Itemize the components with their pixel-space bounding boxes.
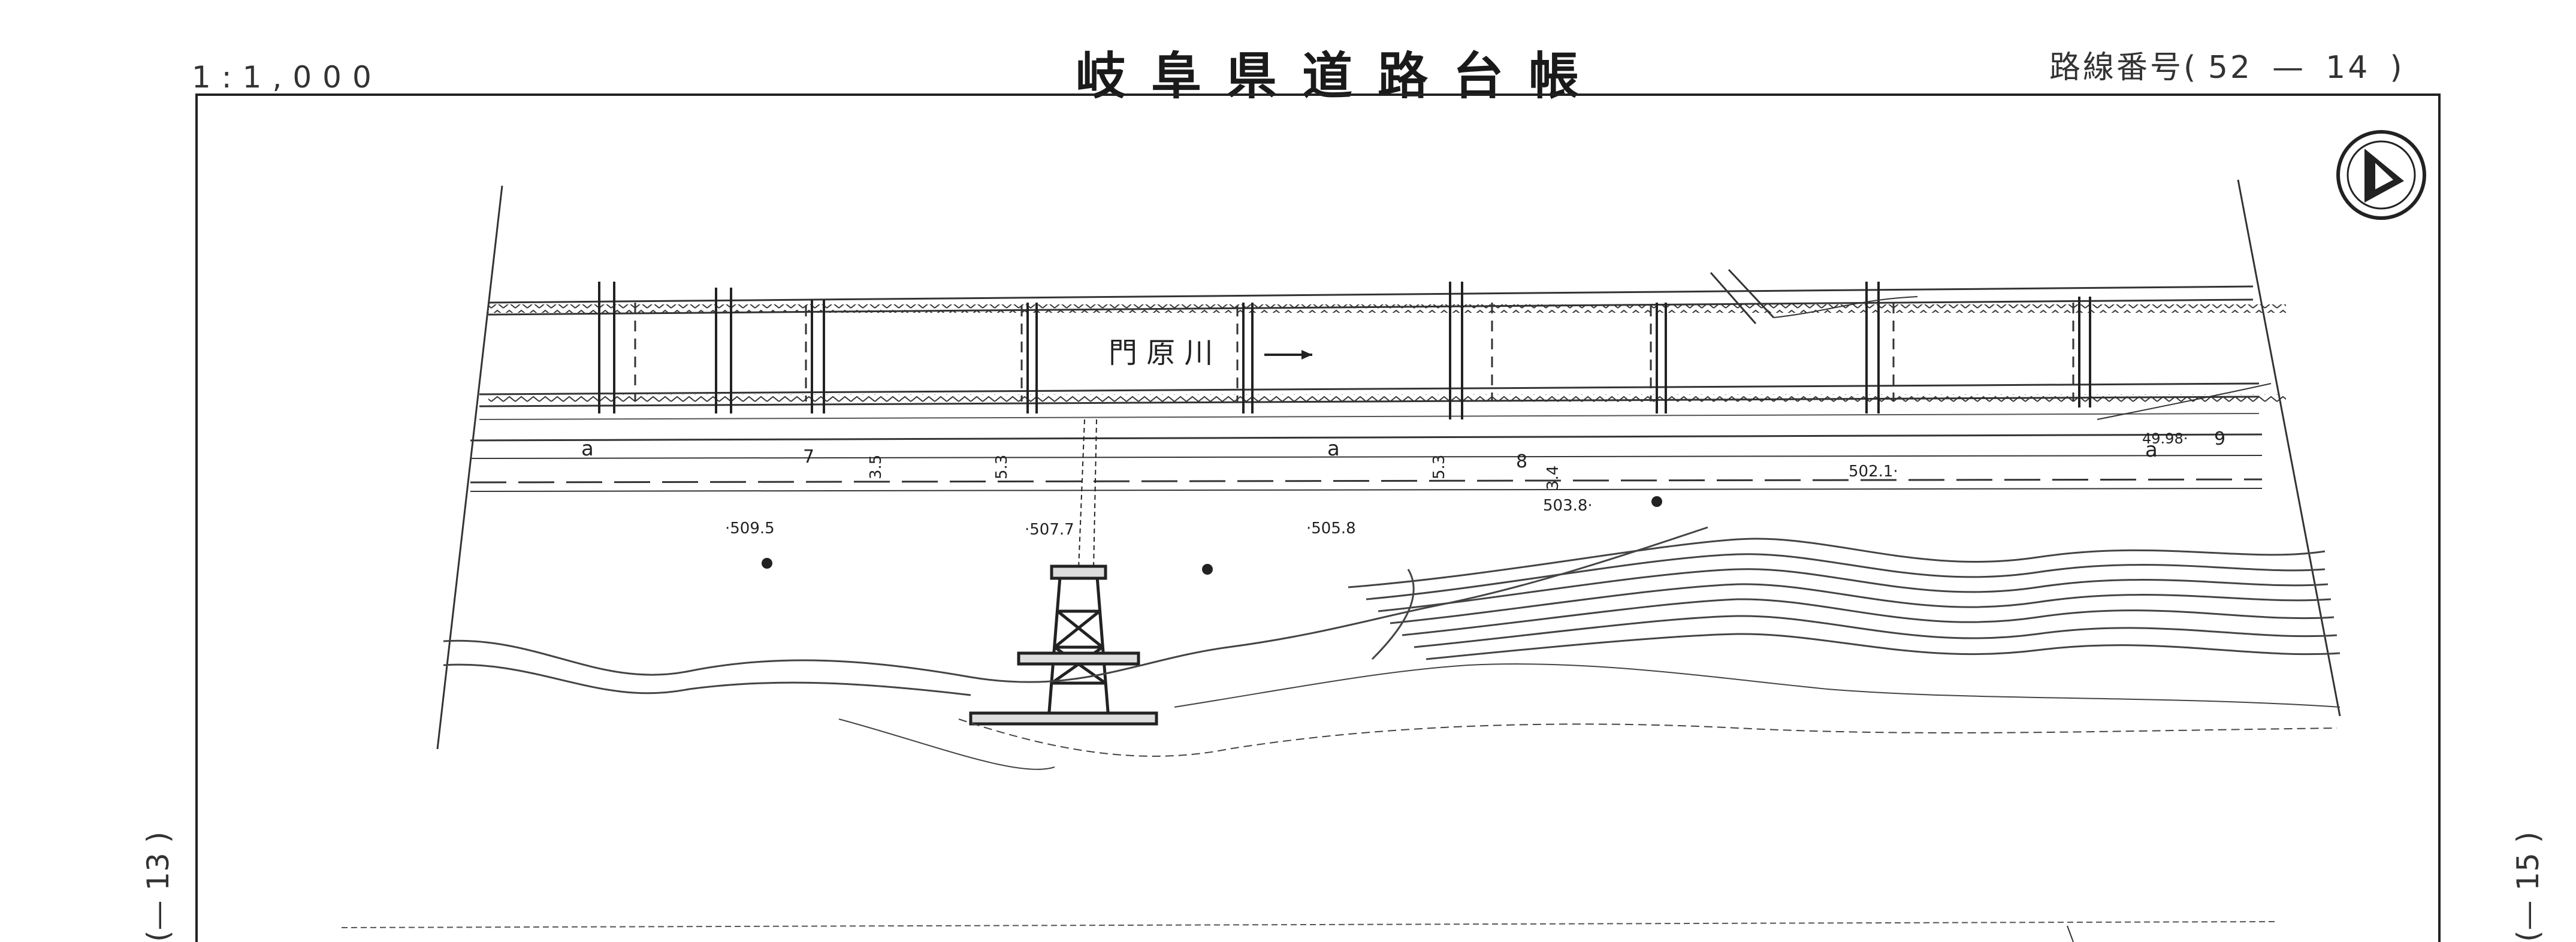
route-number: 路線番号( 52 — 14 )	[2049, 42, 2405, 87]
elevation-point: ·509.5	[725, 520, 775, 538]
elevation-point: ·505.8	[1306, 520, 1356, 538]
elevation-point: 49.98·	[2142, 430, 2188, 447]
section-label: a	[2145, 438, 2158, 462]
survey-marker-icon	[762, 496, 1662, 575]
route-label: 路線番号	[2049, 50, 2184, 86]
route-no: 52	[2207, 50, 2253, 86]
river-channel	[479, 268, 2286, 420]
map-frame	[195, 93, 2441, 942]
dimension: 5.3	[1430, 455, 1448, 479]
dimension: 7	[803, 446, 814, 467]
river-name: 門 原 川	[1109, 336, 1213, 370]
dimension: 9	[2214, 428, 2225, 449]
section-label: a	[1327, 437, 1340, 461]
route-close: )	[2390, 50, 2405, 86]
contour-lines	[443, 526, 2341, 770]
elevation-point: ·507.7	[1025, 521, 1074, 539]
scale-label: 1:1,000	[192, 60, 382, 95]
route-open: (	[2184, 50, 2198, 86]
dimension: 3.4	[1544, 466, 1562, 490]
dimension: 5.3	[993, 455, 1011, 479]
road	[470, 433, 2263, 492]
dimension: 8	[1516, 451, 1527, 472]
elevation-point: 502.1·	[1849, 463, 1898, 481]
dimension: 3.5	[867, 455, 885, 479]
north-arrow-icon	[2336, 130, 2426, 220]
elevation-point: 503.8·	[1543, 497, 1593, 515]
route-dash: —	[2272, 50, 2306, 86]
pylon-tower-icon	[969, 419, 1158, 726]
route-sheet: 14	[2326, 50, 2370, 86]
section-label: a	[581, 437, 594, 461]
